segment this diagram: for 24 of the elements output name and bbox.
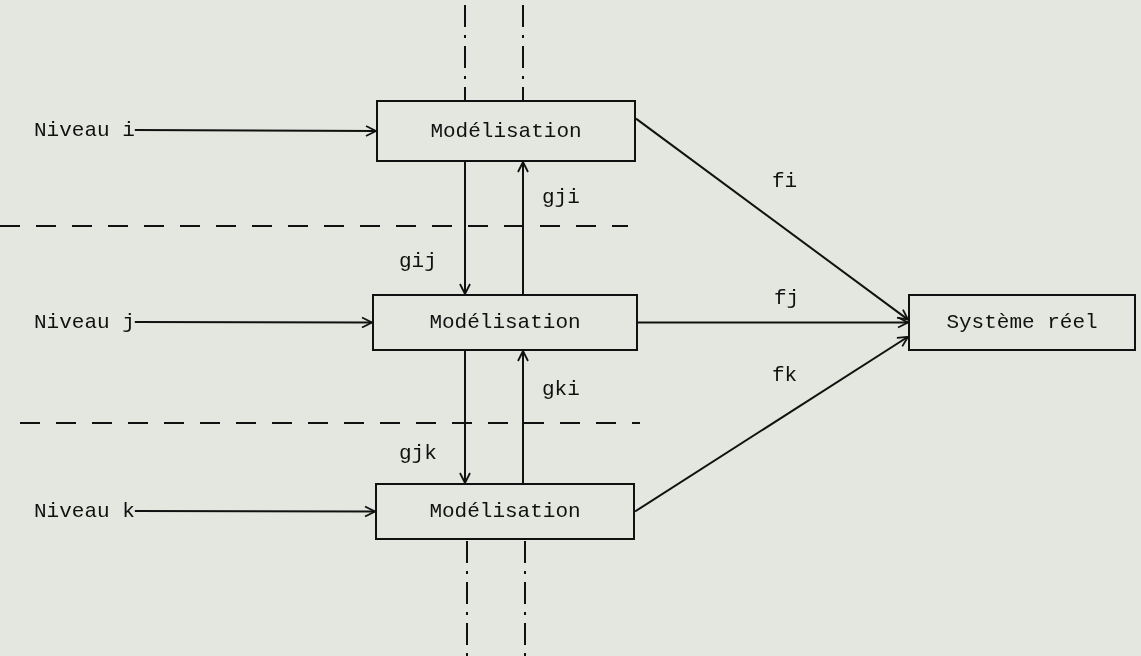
edge-label: gjk xyxy=(397,442,439,465)
process-box xyxy=(372,294,638,351)
level-label: Niveau k xyxy=(34,496,135,526)
arrow xyxy=(637,316,909,329)
arrow xyxy=(459,161,471,295)
process-box xyxy=(375,483,635,540)
arrow xyxy=(517,350,529,484)
arrow xyxy=(635,117,909,321)
arrow xyxy=(133,505,376,518)
arrow xyxy=(517,161,529,295)
edge-label: gji xyxy=(540,186,582,209)
level-label: Niveau i xyxy=(34,115,135,145)
arrow xyxy=(634,335,909,513)
arrow xyxy=(459,350,471,484)
process-box xyxy=(376,100,636,162)
process-box xyxy=(908,294,1136,351)
box-text: Modélisation xyxy=(429,311,581,334)
box-text: Modélisation xyxy=(430,119,582,143)
box-text: Modélisation xyxy=(429,500,581,523)
edge-label: gki xyxy=(540,378,582,401)
arrow xyxy=(133,316,373,329)
arrow xyxy=(133,125,377,137)
level-label: Niveau j xyxy=(34,307,135,337)
box-text: Système réel xyxy=(946,311,1098,334)
